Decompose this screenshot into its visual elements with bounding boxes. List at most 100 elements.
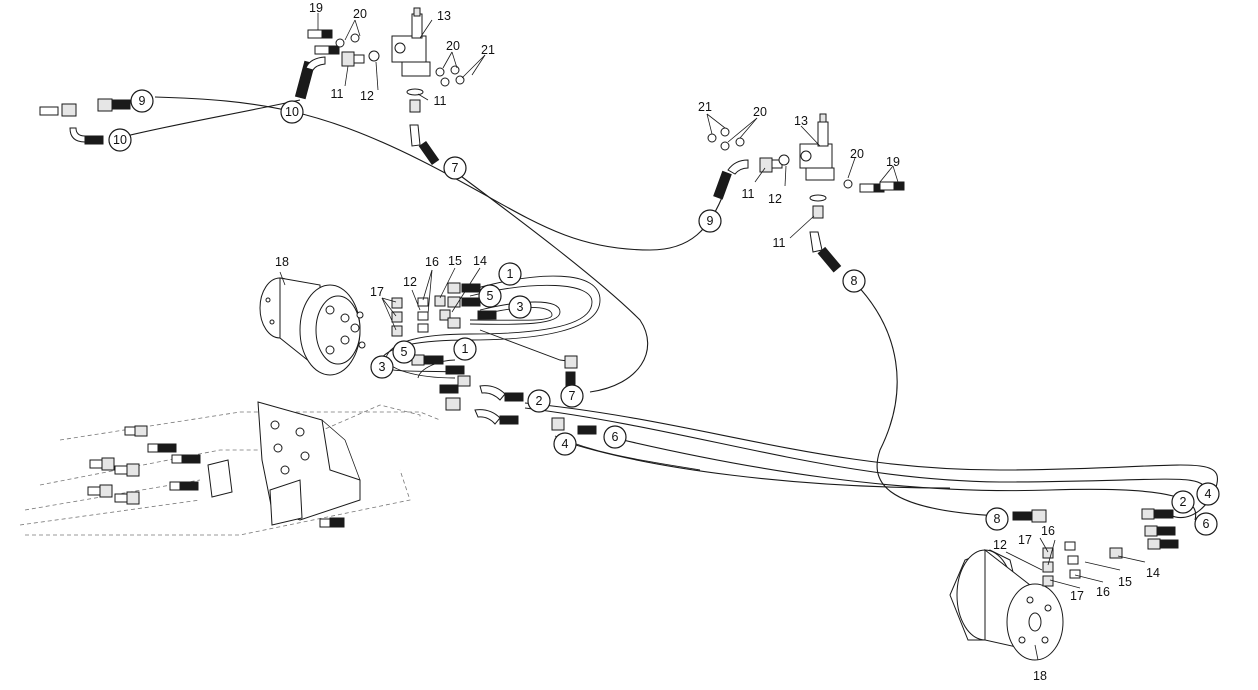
- callout-text: 10: [285, 105, 299, 119]
- callout-text: 5: [401, 345, 408, 359]
- callout-5b: 5: [392, 340, 416, 364]
- fitting: [124, 425, 148, 437]
- part-label: 19: [886, 155, 900, 169]
- part-label: 18: [275, 255, 289, 269]
- hose-end-10c: [294, 56, 326, 100]
- part-label: 20: [353, 7, 367, 21]
- hose-end-8a: [809, 231, 842, 273]
- callout-5a: 5: [478, 284, 502, 308]
- callout-text: 8: [994, 512, 1001, 526]
- hose-end-7a: [409, 124, 440, 166]
- hose-end-6b: [1147, 538, 1179, 550]
- hose-end-3a: [477, 310, 497, 320]
- part-label: 12: [360, 89, 374, 103]
- callout-6a: 6: [603, 425, 627, 449]
- callout-text: 9: [707, 214, 714, 228]
- callout-text: 7: [569, 389, 576, 403]
- callout-text: 6: [612, 430, 619, 444]
- fitting: [114, 463, 140, 477]
- part-label: 14: [1146, 566, 1160, 580]
- frame-fittings: [87, 425, 345, 528]
- callout-4a: 4: [553, 432, 577, 456]
- part-label: 13: [437, 9, 451, 23]
- hose-end-6a: [551, 417, 597, 435]
- callout-7b: 7: [560, 384, 584, 408]
- part-label: 12: [768, 192, 782, 206]
- hose-end-5a: [447, 296, 481, 308]
- callout-text: 7: [452, 161, 459, 175]
- hose-end-10a: [39, 103, 77, 117]
- hose-end-4a: [474, 409, 519, 425]
- hydraulic-motor-left: [259, 277, 461, 376]
- part-label: 15: [1118, 575, 1132, 589]
- part-label: 21: [481, 43, 495, 57]
- callout-text: 9: [139, 94, 146, 108]
- part-label: 17: [1070, 589, 1084, 603]
- hose-end-1b: [445, 365, 471, 387]
- hose-end-4b: [1144, 525, 1176, 537]
- callouts: 9 10 10 7 9 8 1 5 3 5 1 3 7 2 4 6 2 4 6 …: [108, 89, 1220, 536]
- hose-end-10b: [69, 127, 104, 145]
- part-label: 17: [370, 285, 384, 299]
- hose-end-2a: [479, 385, 524, 402]
- callout-10b: 10: [108, 128, 132, 152]
- callout-text: 2: [536, 394, 543, 408]
- callout-10a: 10: [280, 100, 304, 124]
- hose-end-2b: [1141, 508, 1174, 520]
- part-label: 11: [331, 87, 344, 101]
- callout-1a: 1: [498, 262, 522, 286]
- callout-3a: 3: [508, 295, 532, 319]
- callout-7a: 7: [443, 156, 467, 180]
- part-label: 16: [1096, 585, 1110, 599]
- part-labels: 19 20 13 20 21 11 12 11 21 20 13 20 19 1…: [275, 1, 1160, 683]
- frame-bracket: [19, 401, 441, 536]
- callout-2b: 2: [1171, 490, 1195, 514]
- part-label: 18: [1033, 669, 1047, 683]
- part-label: 20: [850, 147, 864, 161]
- fitting: [89, 457, 115, 471]
- fitting: [114, 491, 140, 505]
- hose-end-9b: [713, 159, 749, 200]
- part-label: 20: [446, 39, 460, 53]
- part-label: 17: [1018, 533, 1032, 547]
- part-label: 11: [742, 187, 755, 201]
- hose-end-7b: [564, 355, 578, 391]
- part-label: 11: [773, 236, 786, 250]
- callout-text: 2: [1180, 495, 1187, 509]
- part-label: 15: [448, 254, 462, 268]
- part-label: 13: [794, 114, 808, 128]
- callout-text: 8: [851, 274, 858, 288]
- callout-text: 1: [462, 342, 469, 356]
- callout-text: 3: [379, 360, 386, 374]
- callout-text: 4: [1205, 487, 1212, 501]
- callout-text: 4: [562, 437, 569, 451]
- fitting: [147, 443, 177, 453]
- part-label: 21: [698, 100, 712, 114]
- part-label: 20: [753, 105, 767, 119]
- callout-2a: 2: [527, 389, 551, 413]
- hose-end-5b: [411, 354, 444, 366]
- hose-ends: [39, 56, 1179, 550]
- part-label: 19: [309, 1, 323, 15]
- callout-text: 1: [507, 267, 514, 281]
- part-label: 12: [403, 275, 417, 289]
- fitting: [169, 481, 199, 491]
- callout-9a: 9: [130, 89, 154, 113]
- callout-1b: 1: [453, 337, 477, 361]
- valve-block-right: [707, 113, 905, 219]
- fitting: [319, 517, 345, 528]
- fitting: [171, 454, 201, 464]
- fitting: [87, 484, 113, 498]
- part-label: 14: [473, 254, 487, 268]
- part-label: 11: [434, 94, 447, 108]
- hose-end-8b: [1012, 509, 1047, 523]
- part-label: 16: [425, 255, 439, 269]
- hose-end-3b: [439, 384, 461, 411]
- callout-3b: 3: [370, 355, 394, 379]
- callout-text: 3: [517, 300, 524, 314]
- callout-9b: 9: [698, 209, 722, 233]
- callout-8b: 8: [985, 507, 1009, 531]
- hose-end-9a: [97, 98, 131, 112]
- callout-text: 5: [487, 289, 494, 303]
- callout-4b: 4: [1196, 482, 1220, 506]
